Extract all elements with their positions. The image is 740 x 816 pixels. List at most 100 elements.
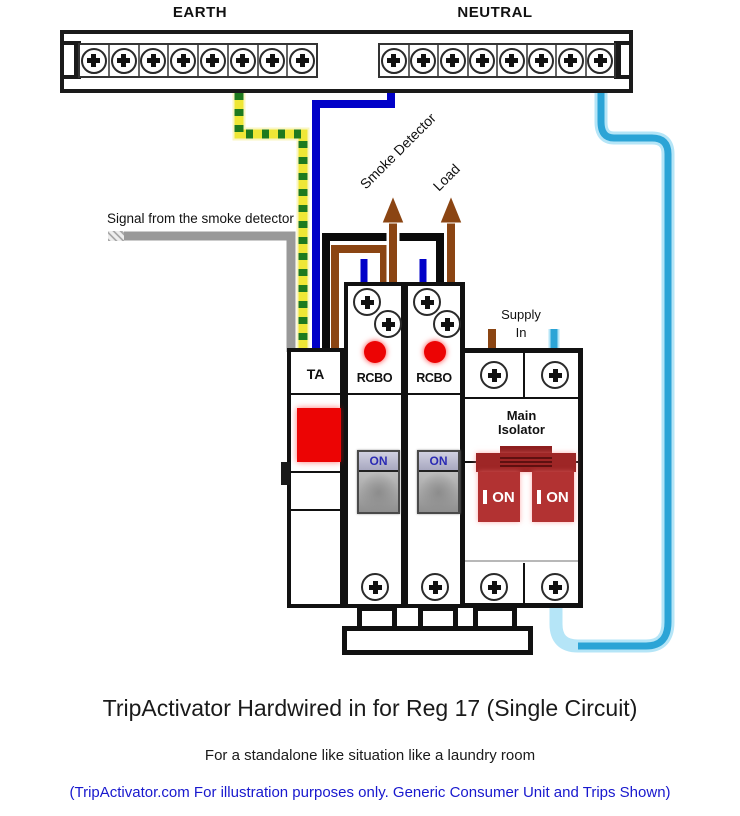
terminal-cell (110, 45, 140, 76)
main-isolator-label-line2: Isolator (498, 422, 545, 437)
screw-icon (289, 47, 316, 74)
screw-icon (469, 47, 496, 74)
isolator-on-left: ON (492, 488, 515, 506)
earth-terminal-strip (78, 43, 318, 78)
supply-in-line2: In (515, 325, 527, 340)
ta-divider-3 (291, 509, 340, 511)
unit-left-clip (281, 462, 290, 485)
screw-icon (541, 573, 569, 601)
busbar-bracket-right-bottom (619, 75, 630, 79)
screw-icon (480, 361, 508, 389)
screw-icon (140, 47, 167, 74)
terminal-cell (528, 45, 557, 76)
screw-icon (421, 573, 449, 601)
main-isolator-label-line1: Main (506, 408, 537, 423)
ta-red-indicator (297, 408, 341, 462)
signal-wire-end-hatch (108, 231, 124, 241)
rcbo1-red-indicator (364, 341, 386, 363)
terminal-cell (169, 45, 199, 76)
screw-icon (374, 310, 402, 338)
diagram-footnote: (TripActivator.com For illustration purp… (69, 784, 671, 801)
isolator-vent-stripes (500, 457, 552, 468)
screw-icon (170, 47, 197, 74)
supply-in-label: Supply In (488, 306, 554, 342)
earth-bus-label: EARTH (172, 4, 228, 21)
diagram-subtitle: For a standalone like situation like a l… (204, 747, 536, 764)
terminal-cell (140, 45, 170, 76)
isolator-on-right: ON (546, 488, 569, 506)
terminal-cell (587, 45, 615, 76)
terminal-cell (557, 45, 587, 76)
rcbo1-label: RCBO (356, 371, 393, 385)
isolator-tick-icon (537, 490, 542, 504)
rcbo2-divider (408, 393, 460, 395)
rcbo2-switch-body (419, 472, 458, 510)
bottom-terminal-divider (523, 563, 525, 603)
rcbo-module-1: RCBO ON (344, 282, 405, 608)
screw-icon (498, 47, 525, 74)
terminal-cell (199, 45, 229, 76)
ta-divider-2 (291, 471, 340, 473)
screw-icon (557, 47, 584, 74)
neutral-bus-label: NEUTRAL (457, 4, 533, 21)
screw-icon (410, 47, 437, 74)
supply-terminal-divider (523, 353, 525, 397)
isolator-tab (500, 446, 552, 455)
isolator-lower-divider (465, 560, 578, 562)
rcbo1-divider (348, 393, 401, 395)
terminal-cell (469, 45, 498, 76)
diagram-title: TripActivator Hardwired in for Reg 17 (S… (102, 695, 638, 721)
terminal-cell (259, 45, 289, 76)
screw-icon (413, 288, 441, 316)
terminal-cell (380, 45, 410, 76)
main-isolator-switch: ON ON (476, 446, 576, 522)
main-isolator-section: Main Isolator ON ON (465, 348, 583, 608)
ta-module-label: TA (306, 366, 325, 382)
isolator-top-divider (465, 397, 578, 399)
ta-module: TA (287, 348, 344, 608)
busbar-bracket-left-top (64, 41, 76, 45)
rcbo1-switch: ON (357, 450, 400, 514)
screw-icon (229, 47, 256, 74)
terminal-cell (229, 45, 259, 76)
rcbo-module-2: RCBO ON (404, 282, 465, 608)
main-isolator-label: Main Isolator (465, 409, 578, 437)
supply-in-line1: Supply (501, 307, 541, 322)
screw-icon (380, 47, 407, 74)
rcbo2-label: RCBO (416, 371, 452, 385)
busbar-bracket-right-top (619, 41, 630, 45)
rcbo2-red-indicator (424, 341, 446, 363)
screw-icon (361, 573, 389, 601)
rcbo2-switch: ON (417, 450, 460, 514)
busbar-bracket-right (614, 41, 621, 79)
screw-icon (439, 47, 466, 74)
isolator-tick-icon (483, 490, 488, 504)
terminal-cell (498, 45, 528, 76)
smoke-detector-arrow-head (381, 194, 405, 224)
screw-icon (80, 47, 107, 74)
ta-divider-1 (291, 393, 340, 395)
terminal-cell (439, 45, 469, 76)
isolator-paddle-left: ON (478, 472, 520, 522)
terminal-cell (80, 45, 110, 76)
busbar-bracket-left (74, 41, 81, 79)
smoke-detector-label: Smoke Detector (356, 109, 439, 192)
rcbo1-switch-body (359, 472, 398, 510)
signal-wire (116, 231, 296, 352)
isolator-paddle-right: ON (532, 472, 574, 522)
rcbo2-switch-on-label: ON (419, 452, 458, 472)
neutral-terminal-strip (378, 43, 616, 78)
screw-icon (353, 288, 381, 316)
screw-icon (199, 47, 226, 74)
signal-label: Signal from the smoke detector (107, 211, 294, 226)
screw-icon (110, 47, 137, 74)
terminal-cell (288, 45, 316, 76)
terminal-cell (410, 45, 439, 76)
screw-icon (528, 47, 555, 74)
busbar-bracket-left-bottom (64, 75, 76, 79)
screw-icon (433, 310, 461, 338)
din-rail-bar (342, 626, 533, 655)
load-arrow-head (439, 194, 463, 224)
rcbo1-switch-on-label: ON (359, 452, 398, 472)
